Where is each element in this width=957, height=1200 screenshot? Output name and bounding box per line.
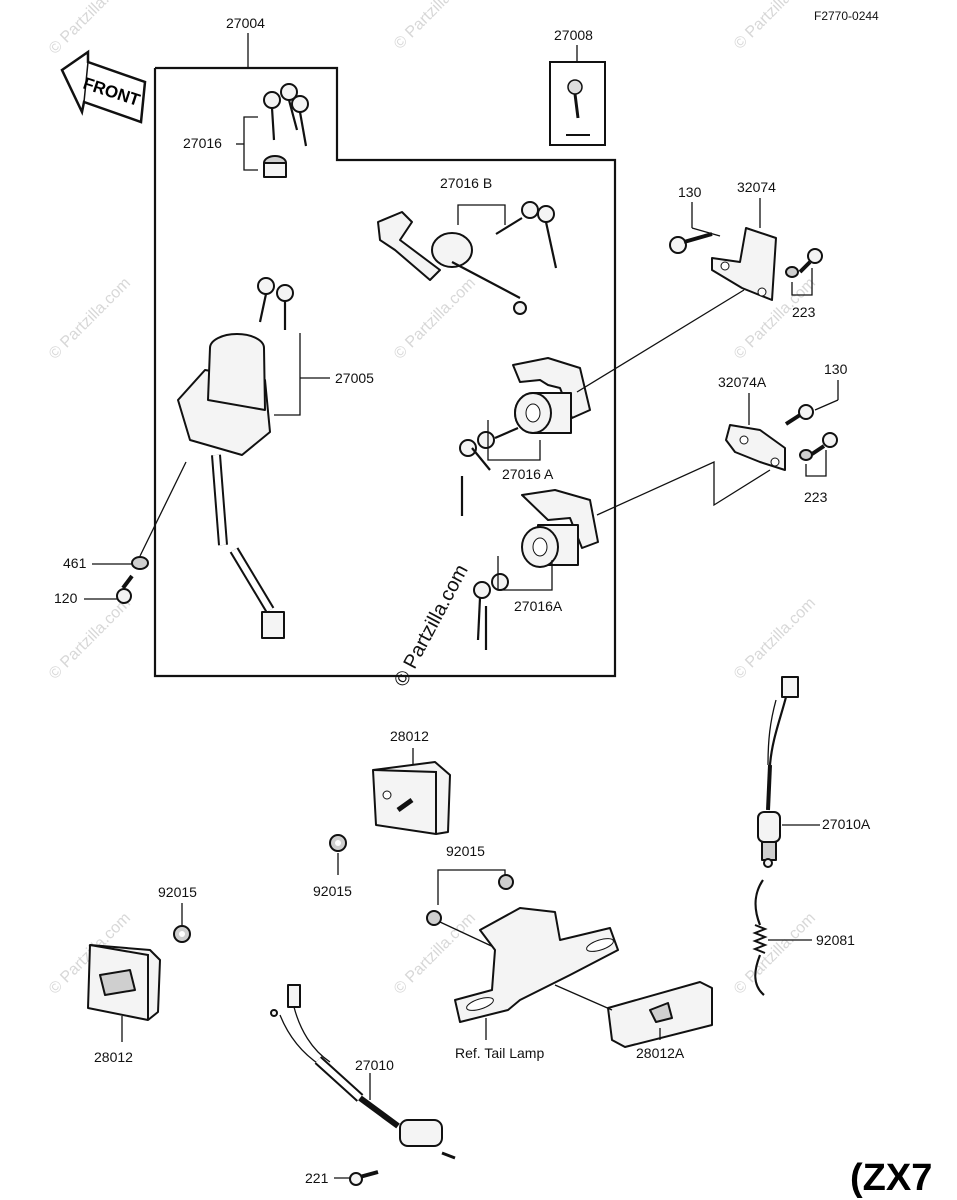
label-27010: 27010: [355, 1057, 394, 1073]
label-27016b: 27016 B: [440, 175, 492, 191]
label-92015-center: 92015: [313, 883, 352, 899]
label-28012-left: 28012: [94, 1049, 133, 1065]
lock-27016a-upper: 27016 A: [459, 357, 591, 516]
bracket-32074: 130 32074 223: [576, 179, 823, 393]
label-461: 461: [63, 555, 87, 571]
reflector-28012-left: 28012: [87, 944, 161, 1065]
key-tag-27008: 27008: [549, 27, 606, 146]
label-92081: 92081: [816, 932, 855, 948]
watermark: © Partzilla.com: [46, 595, 134, 683]
label-28012-top: 28012: [390, 728, 429, 744]
switch-27010: 27010 221: [270, 984, 456, 1186]
kit-outline-27004: 27004: [153, 15, 617, 678]
label-92015-left: 92015: [158, 884, 197, 900]
license-bracket: 92015 Ref. Tail Lamp: [426, 843, 619, 1061]
watermark: © Partzilla.com: [46, 275, 134, 363]
label-223-top: 223: [792, 304, 816, 320]
reflector-28012-top: 28012: [372, 728, 451, 835]
label-92015-pair: 92015: [446, 843, 485, 859]
nut-92015-center: 92015: [313, 834, 352, 899]
spring-92081: 92081: [752, 879, 855, 996]
watermarks: © Partzilla.com © Partzilla.com © Partzi…: [46, 0, 819, 998]
label-130-top: 130: [678, 184, 702, 200]
label-130-mid: 130: [824, 361, 848, 377]
washer-461: 461: [63, 461, 187, 571]
tail-lamp-ref: Ref. Tail Lamp: [455, 1045, 544, 1061]
label-27008: 27008: [554, 27, 593, 43]
watermark: © Partzilla.com: [46, 0, 134, 58]
watermark: © Partzilla.com: [731, 595, 819, 683]
label-32074: 32074: [737, 179, 776, 195]
label-221: 221: [305, 1170, 329, 1186]
watermark: © Partzilla.com: [731, 910, 819, 998]
label-223-mid: 223: [804, 489, 828, 505]
drawing-code: F2770-0244: [814, 9, 879, 23]
seat-lock-27016b: 27016 B: [377, 175, 558, 315]
label-32074a: 32074A: [718, 374, 767, 390]
label-27005: 27005: [335, 370, 374, 386]
nut-92015-left: 92015: [158, 884, 197, 943]
front-arrow: FRONT: [60, 49, 147, 124]
ignition-switch-27005: 27005: [177, 277, 374, 639]
watermark: © Partzilla.com: [731, 0, 819, 53]
screw-120: 120: [54, 574, 134, 606]
label-27016a-2: 27016A: [514, 598, 563, 614]
center-watermark: © Partzilla.com: [390, 561, 473, 690]
label-28012a: 28012A: [636, 1045, 685, 1061]
bracket-32074a: 32074A 130 223: [596, 361, 848, 516]
label-27016: 27016: [183, 135, 222, 151]
watermark: © Partzilla.com: [391, 275, 479, 363]
keys-27016: 27016: [183, 83, 309, 178]
model-code: (ZX7: [850, 1157, 932, 1199]
watermark: © Partzilla.com: [391, 0, 479, 53]
label-27016a-1: 27016 A: [502, 466, 554, 482]
label-27004: 27004: [226, 15, 265, 31]
reflector-28012a: 28012A: [554, 981, 713, 1061]
label-27010a: 27010A: [822, 816, 871, 832]
brake-switch-27010a: 27010A: [757, 676, 871, 868]
label-120: 120: [54, 590, 78, 606]
lock-27016a-lower: 27016A: [473, 489, 599, 650]
